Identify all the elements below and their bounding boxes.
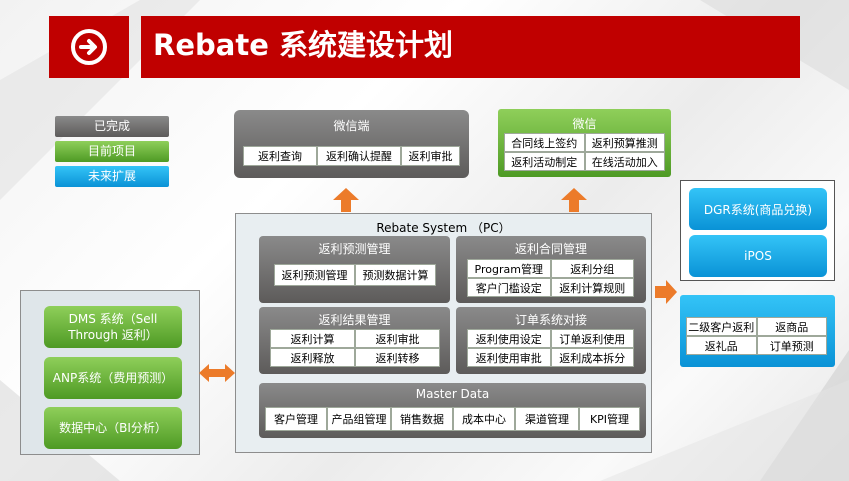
- legend-current: 目前项目: [55, 141, 169, 162]
- dgr-system: DGR系统(商品兑换): [689, 188, 827, 230]
- master-data-item: 销售数据: [391, 407, 453, 431]
- external-systems-right: DGR系统(商品兑换) iPOS: [680, 180, 835, 281]
- wechat-panel: 微信 合同线上签约 返利预算推测 返利活动制定 在线活动加入: [498, 109, 671, 177]
- order-item: 返利成本拆分: [550, 348, 634, 367]
- page-title: Rebate 系统建设计划: [141, 16, 800, 78]
- master-data-item: 产品组管理: [327, 407, 391, 431]
- bi-data-center: 数据中心（BI分析）: [44, 407, 182, 449]
- wechat-end-title: 微信端: [333, 119, 370, 133]
- order-item: 订单返利使用: [550, 329, 634, 348]
- order-item: 返利使用设定: [467, 329, 551, 348]
- result-panel: 返利结果管理 返利计算 返利审批 返利释放 返利转移: [259, 307, 450, 374]
- result-item: 返利审批: [355, 329, 440, 348]
- master-data-item: 客户管理: [265, 407, 327, 431]
- external-systems-left: DMS 系统（Sell Through 返利） ANP系统（费用预测） 数据中心…: [20, 290, 200, 455]
- arrow-up-icon: [333, 188, 359, 212]
- wechat-end-item: 返利查询: [243, 146, 317, 166]
- wechat-item: 返利活动制定: [504, 152, 585, 171]
- master-data-title: Master Data: [415, 387, 490, 401]
- contract-panel: 返利合同管理 Program管理 返利分组 客户门槛设定 返利计算规则: [456, 236, 646, 303]
- order-item: 返利使用审批: [467, 348, 551, 367]
- wechat-item: 在线活动加入: [584, 152, 665, 171]
- wechat-title: 微信: [572, 117, 597, 131]
- contract-item: 返利分组: [550, 259, 634, 278]
- contract-item: 客户门槛设定: [467, 278, 551, 297]
- future-feature-item: 订单预测: [756, 336, 827, 355]
- forecast-title: 返利预测管理: [318, 242, 391, 256]
- future-feature-item: 返商品: [756, 317, 827, 336]
- master-data-panel: Master Data 客户管理 产品组管理 销售数据 成本中心 渠道管理 KP…: [259, 383, 646, 438]
- forecast-item: 预测数据计算: [355, 264, 436, 286]
- contract-item: Program管理: [467, 259, 551, 278]
- future-features-panel: 二级客户返利 返商品 返礼品 订单预测: [680, 295, 835, 367]
- circle-arrow-right-icon: [71, 29, 107, 65]
- rebate-system-title: Rebate System （PC）: [376, 221, 511, 235]
- master-data-item: 成本中心: [453, 407, 515, 431]
- arrow-up-icon: [561, 188, 587, 212]
- wechat-end-item: 返利确认提醒: [317, 146, 401, 166]
- header-icon-box: [49, 16, 129, 78]
- result-title: 返利结果管理: [318, 313, 391, 327]
- forecast-item: 返利预测管理: [274, 264, 355, 286]
- legend-future: 未来扩展: [55, 166, 169, 187]
- wechat-item: 合同线上签约: [504, 133, 585, 152]
- ipos-system: iPOS: [689, 235, 827, 277]
- wechat-end-item: 返利审批: [401, 146, 460, 166]
- result-item: 返利转移: [355, 348, 440, 367]
- wechat-item: 返利预算推测: [584, 133, 665, 152]
- order-panel: 订单系统对接 返利使用设定 订单返利使用 返利使用审批 返利成本拆分: [456, 307, 646, 374]
- dms-system: DMS 系统（Sell Through 返利）: [44, 306, 182, 348]
- result-item: 返利计算: [270, 329, 355, 348]
- forecast-panel: 返利预测管理 返利预测管理 预测数据计算: [259, 236, 450, 303]
- result-item: 返利释放: [270, 348, 355, 367]
- legend-done: 已完成: [55, 116, 169, 137]
- order-title: 订单系统对接: [514, 313, 587, 327]
- master-data-item: KPI管理: [579, 407, 640, 431]
- wechat-end-panel: 微信端 返利查询 返利确认提醒 返利审批: [234, 110, 469, 178]
- arrow-right-icon: [655, 280, 677, 304]
- anp-system: ANP系统（费用预测）: [44, 357, 182, 399]
- future-feature-item: 返礼品: [686, 336, 757, 355]
- double-arrow-icon: [199, 364, 235, 382]
- contract-item: 返利计算规则: [550, 278, 634, 297]
- rebate-system-box: Rebate System （PC） 返利预测管理 返利预测管理 预测数据计算 …: [235, 213, 652, 453]
- master-data-item: 渠道管理: [515, 407, 579, 431]
- future-feature-item: 二级客户返利: [686, 317, 757, 336]
- contract-title: 返利合同管理: [514, 242, 587, 256]
